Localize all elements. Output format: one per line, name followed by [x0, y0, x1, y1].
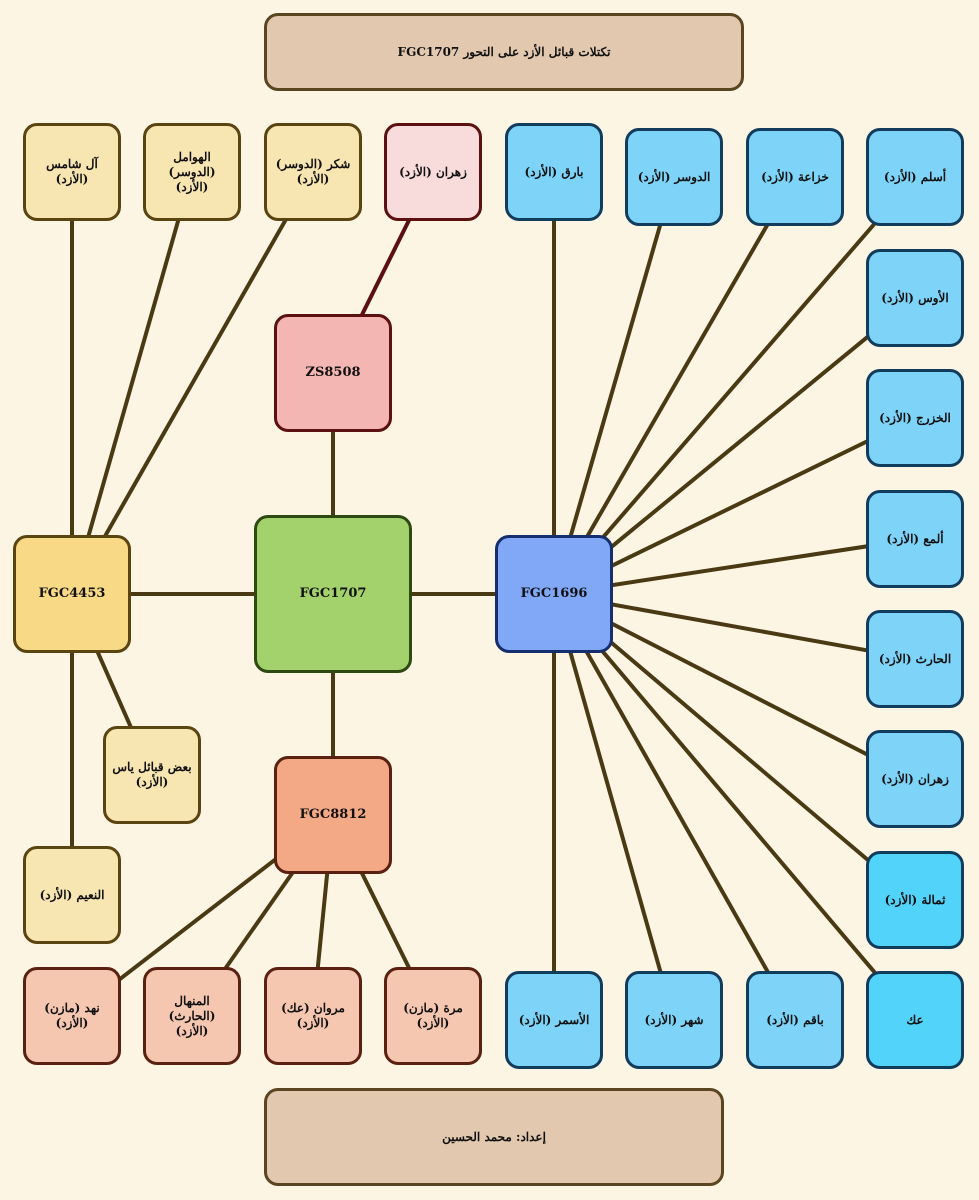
edge-fgc1696-bariq_qaf — [552, 593, 797, 1021]
edge-fgc1696-harith — [553, 592, 916, 661]
node-akk: عك — [866, 971, 964, 1069]
node-manhal: المنهال (الحارث) (الأزد) — [143, 967, 241, 1065]
edge-fgc1696-khuzaa — [552, 175, 797, 596]
node-zs8508: ZS8508 — [274, 314, 392, 432]
node-zahran-zs8508: زهران (الأزد) — [384, 123, 482, 221]
node-nahd: نهد (مازن) (الأزد) — [23, 967, 121, 1065]
node-marwan: مروان (عك) (الأزد) — [264, 967, 362, 1065]
node-fgc1707: FGC1707 — [254, 515, 412, 673]
node-al-shamis: آل شامس (الأزد) — [23, 123, 121, 221]
node-yas: بعض قبائل ياس (الأزد) — [103, 726, 201, 824]
node-khazraj: الخزرج (الأزد) — [866, 369, 964, 467]
node-nuaim: النعيم (الأزد) — [23, 846, 121, 944]
node-fgc1696: FGC1696 — [495, 535, 613, 653]
node-khuzaa: خزاعة (الأزد) — [746, 128, 844, 226]
node-hawamil: الهوامل (الدوسر) (الأزد) — [143, 123, 241, 221]
edge-fgc4453-hawamil — [70, 171, 194, 595]
node-shukr: شكر (الدوسر) (الأزد) — [264, 123, 362, 221]
node-aws: الأوس (الأزد) — [866, 249, 964, 347]
node-fgc4453: FGC4453 — [13, 535, 131, 653]
edge-fgc1696-aslam — [552, 175, 917, 596]
edge-fgc4453-shukr — [70, 171, 315, 595]
node-zahran-fgc1696: زهران (الأزد) — [866, 730, 964, 828]
node-bariq-qaf: باقم (الأزد) — [746, 971, 844, 1069]
edge-fgc1696-aws — [552, 296, 917, 596]
edge-fgc1696-khazraj — [553, 416, 916, 596]
node-alma: ألمع (الأزد) — [866, 490, 964, 588]
node-murra: مرة (مازن) (الأزد) — [384, 967, 482, 1065]
node-bariq: بارق (الأزد) — [505, 123, 603, 221]
node-aslam: أسلم (الأزد) — [866, 128, 964, 226]
node-asmar: الأسمر (الأزد) — [505, 971, 603, 1069]
node-harith: الحارث (الأزد) — [866, 610, 964, 708]
node-dawasir: الدوسر (الأزد) — [625, 128, 723, 226]
edge-fgc1696-alma — [553, 537, 916, 596]
node-fgc8812: FGC8812 — [274, 756, 392, 874]
edge-fgc1696-thumala — [552, 592, 917, 902]
node-thumala: ثمالة (الأزد) — [866, 851, 964, 949]
edge-fgc1696-dawasir — [552, 176, 676, 595]
edge-fgc1696-zahran_1696 — [553, 592, 916, 781]
diagram-title: تكتلات قبائل الأزد على التحور FGC1707 — [264, 13, 744, 91]
node-shahr: شهر (الأزد) — [625, 971, 723, 1069]
diagram-credit: إعداد: محمد الحسين — [264, 1088, 724, 1186]
edge-fgc1696-akk — [552, 592, 917, 1022]
edge-fgc1696-shahr — [552, 593, 676, 1021]
